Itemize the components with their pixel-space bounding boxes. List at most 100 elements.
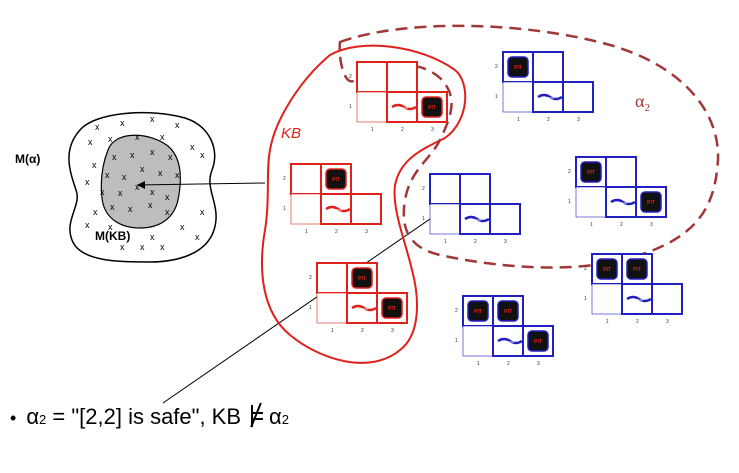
pit-label: PIT bbox=[474, 309, 482, 315]
pit-icon bbox=[596, 258, 618, 280]
breeze-label: Breeze bbox=[615, 200, 628, 205]
alpha2-region-outline bbox=[338, 24, 720, 269]
col-tick: 2 bbox=[636, 319, 639, 325]
arrow-head-left bbox=[137, 181, 145, 189]
pit-label: PIT bbox=[332, 177, 340, 183]
model-x-mark: x bbox=[150, 232, 155, 242]
alpha2-label: α2 bbox=[635, 91, 650, 114]
row-tick: 1 bbox=[495, 94, 498, 100]
row-tick: 2 bbox=[495, 64, 498, 70]
col-tick: 3 bbox=[650, 222, 653, 228]
grid-cell bbox=[489, 203, 521, 235]
grid-cell bbox=[532, 51, 564, 83]
model-x-mark: x bbox=[92, 160, 97, 170]
col-tick: 1 bbox=[606, 319, 609, 325]
grid-cell bbox=[462, 325, 494, 357]
breeze-label: Breeze bbox=[631, 297, 644, 302]
pit-label: PIT bbox=[514, 65, 522, 71]
pit-label: PIT bbox=[388, 306, 396, 312]
pit-icon bbox=[381, 297, 403, 319]
breeze-icon bbox=[497, 337, 523, 345]
col-tick: 2 bbox=[401, 127, 404, 133]
col-tick: 1 bbox=[477, 361, 480, 367]
kb-region-outline bbox=[260, 44, 467, 364]
breeze-label: Breeze bbox=[469, 217, 482, 222]
m-kb-label: M(KB) bbox=[95, 229, 130, 243]
model-x-mark: x bbox=[100, 187, 105, 197]
row-tick: 2 bbox=[309, 275, 312, 281]
pit-label: PIT bbox=[647, 200, 655, 206]
col-tick: 2 bbox=[474, 239, 477, 245]
model-x-mark: x bbox=[85, 177, 90, 187]
model-x-mark: x bbox=[165, 192, 170, 202]
model-x-mark: x bbox=[93, 207, 98, 217]
grid-cell bbox=[605, 156, 637, 188]
col-tick: 3 bbox=[391, 328, 394, 334]
caption-alpha-end-sub: 2 bbox=[281, 412, 289, 427]
col-tick: 1 bbox=[305, 229, 308, 235]
pit-label: PIT bbox=[587, 170, 595, 176]
grid-cell bbox=[575, 186, 607, 218]
pit-icon bbox=[527, 330, 549, 352]
col-tick: 1 bbox=[444, 239, 447, 245]
breeze-icon bbox=[537, 93, 563, 101]
grid-cell bbox=[316, 292, 348, 324]
model-x-mark: x bbox=[110, 202, 115, 212]
pit-label: PIT bbox=[633, 267, 641, 273]
grid-cell bbox=[502, 81, 534, 113]
grid-cell bbox=[316, 262, 348, 294]
breeze-label: Breeze bbox=[542, 95, 555, 100]
row-tick: 2 bbox=[422, 186, 425, 192]
col-tick: 1 bbox=[331, 328, 334, 334]
model-x-mark: x bbox=[120, 118, 125, 128]
col-tick: 2 bbox=[361, 328, 364, 334]
col-tick: 1 bbox=[590, 222, 593, 228]
pit-label: PIT bbox=[603, 267, 611, 273]
pit-label: PIT bbox=[358, 276, 366, 282]
col-tick: 1 bbox=[371, 127, 374, 133]
row-tick: 1 bbox=[584, 296, 587, 302]
kb-models-region bbox=[100, 134, 181, 229]
pit-icon bbox=[580, 161, 602, 183]
grid-cell bbox=[591, 283, 623, 315]
model-x-mark: x bbox=[85, 220, 90, 230]
model-x-mark: x bbox=[160, 242, 165, 252]
breeze-icon bbox=[325, 205, 351, 213]
model-x-mark: x bbox=[140, 164, 145, 174]
row-tick: 2 bbox=[283, 176, 286, 182]
col-tick: 2 bbox=[335, 229, 338, 235]
breeze-icon bbox=[351, 304, 377, 312]
row-tick: 2 bbox=[568, 169, 571, 175]
col-tick: 1 bbox=[517, 117, 520, 123]
model-x-mark: x bbox=[95, 122, 100, 132]
model-x-mark: x bbox=[88, 137, 93, 147]
row-tick: 1 bbox=[455, 338, 458, 344]
model-x-mark: x bbox=[158, 168, 163, 178]
pit-label: PIT bbox=[534, 339, 542, 345]
col-tick: 3 bbox=[666, 319, 669, 325]
caption-bullet: • bbox=[10, 408, 17, 428]
model-x-mark: x bbox=[108, 222, 113, 232]
caption-alpha-sub: 2 bbox=[39, 412, 47, 427]
breeze-icon bbox=[464, 215, 490, 223]
grid-cell bbox=[350, 193, 382, 225]
model-x-mark: x bbox=[200, 207, 205, 217]
col-tick: 2 bbox=[620, 222, 623, 228]
model-x-mark: x bbox=[165, 207, 170, 217]
model-x-mark: x bbox=[175, 170, 180, 180]
pit-icon bbox=[351, 267, 373, 289]
model-x-mark: x bbox=[160, 132, 165, 142]
model-x-mark: x bbox=[200, 150, 205, 160]
model-x-mark: x bbox=[150, 114, 155, 124]
breeze-icon bbox=[610, 198, 636, 206]
model-x-mark: x bbox=[108, 134, 113, 144]
grid-cell bbox=[290, 193, 322, 225]
breeze-label: Breeze bbox=[356, 306, 369, 311]
